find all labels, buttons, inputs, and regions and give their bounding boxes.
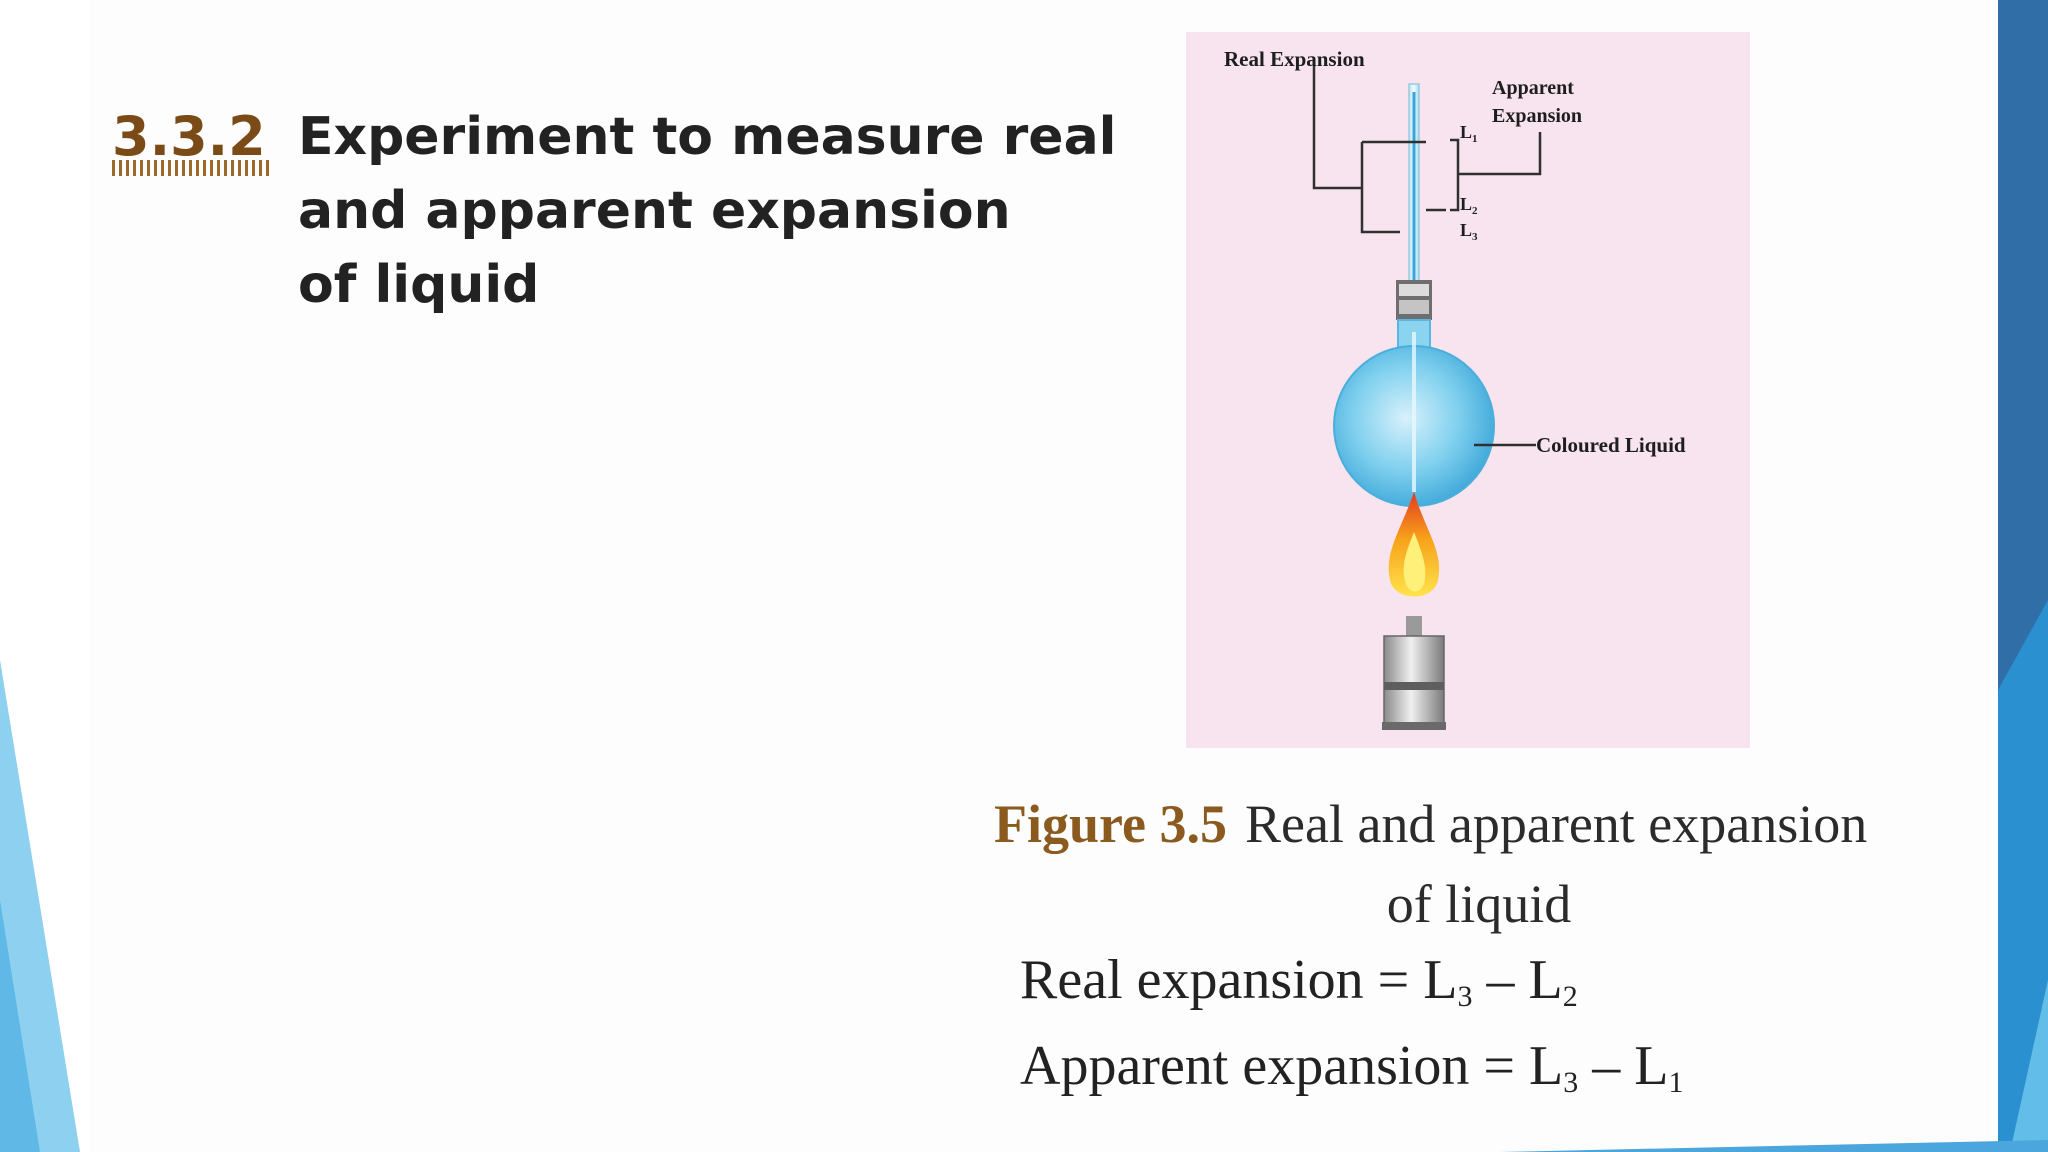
figure-caption: Figure 3.5 Real and apparent expansion of… xyxy=(994,784,1954,944)
caption-line-1: Figure 3.5 Real and apparent expansion xyxy=(994,784,1954,864)
equation-apparent-sub-a: 3 xyxy=(1563,1066,1579,1099)
caption-text-1: Real and apparent expansion xyxy=(1244,794,1868,854)
section-title-line-3: of liquid xyxy=(298,255,540,315)
figure-number: Figure 3.5 xyxy=(994,794,1227,854)
equation-real-sub-b: 2 xyxy=(1562,980,1578,1013)
label-coloured-liquid: Coloured Liquid xyxy=(1536,433,1686,457)
figure-illustration: Real Expansion Apparent Expansion L1 L2 … xyxy=(1186,32,1750,748)
equation-real-minus: – L xyxy=(1472,949,1563,1011)
label-l2: L2 xyxy=(1460,194,1478,217)
section-number: 3.3.2 xyxy=(112,100,278,176)
section-title-line-2: and apparent expansion xyxy=(298,181,1011,241)
section-heading: 3.3.2 Experiment to measure real and app… xyxy=(112,100,1178,322)
label-real-expansion: Real Expansion xyxy=(1224,47,1365,71)
label-l1: L1 xyxy=(1460,122,1478,145)
burner-nozzle xyxy=(1406,616,1422,638)
caption-line-2: of liquid xyxy=(1386,874,1572,934)
section-number-underline xyxy=(112,160,270,176)
measurement-brackets xyxy=(1312,60,1542,234)
section-title: Experiment to measure real and apparent … xyxy=(298,100,1178,322)
equation-real-sub-a: 3 xyxy=(1457,980,1473,1013)
equation-real-label: Real expansion = L xyxy=(1020,949,1458,1011)
section-title-line-1: Experiment to measure real xyxy=(298,107,1117,167)
equation-real-expansion: Real expansion = L3 – L2 xyxy=(1020,948,1578,1014)
equation-apparent-minus: – L xyxy=(1578,1035,1669,1097)
section-number-text: 3.3.2 xyxy=(112,105,266,168)
label-l3: L3 xyxy=(1460,220,1478,243)
apparatus-diagram: Real Expansion Apparent Expansion L1 L2 … xyxy=(1224,47,1686,730)
equation-apparent-sub-b: 1 xyxy=(1668,1066,1684,1099)
equation-apparent-expansion: Apparent expansion = L3 – L1 xyxy=(1020,1034,1683,1100)
equation-apparent-label: Apparent expansion = L xyxy=(1020,1035,1564,1097)
label-apparent-line1: Apparent xyxy=(1492,77,1574,99)
label-apparent-line2: Expansion xyxy=(1492,105,1582,127)
